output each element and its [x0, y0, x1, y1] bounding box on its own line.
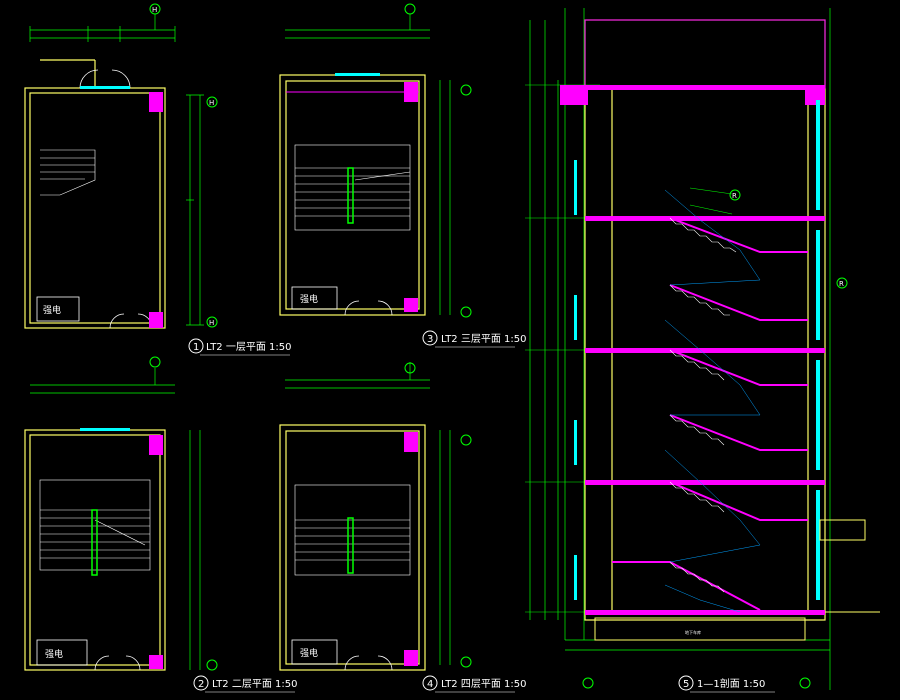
plan-2-title: LT2 二层平面 1:50	[212, 678, 297, 690]
room-label-elec-4: 强电	[300, 647, 318, 659]
plan-1-title: LT2 一层平面 1:50	[206, 341, 291, 353]
axis-bubble-right-1b: H	[209, 319, 214, 327]
plan-3-third-floor: 强电 3 LT2 三层平面 1:50	[279, 3, 526, 348]
section-callout-b: R	[839, 280, 844, 288]
plan-2-number: 2	[198, 679, 204, 690]
section-number: 5	[683, 679, 689, 690]
room-label-elec-1: 强电	[43, 304, 61, 316]
plan-1-first-floor: 强电 H H H 1 LT2 一层平面 1:50	[24, 3, 291, 356]
plan-4-fourth-floor: 强电 4 LT2 四层平面 1:50	[279, 362, 526, 693]
section-callout-a: R	[732, 192, 737, 200]
section-title: 1—1剖面 1:50	[697, 677, 765, 690]
section-1-1: R R 地下车库 5 1—1剖面 1:50	[525, 8, 880, 693]
plan-3-title: LT2 三层平面 1:50	[441, 333, 526, 345]
room-label-elec-3: 强电	[300, 293, 318, 305]
plan-4-number: 4	[427, 679, 433, 690]
section-note-basement: 地下车库	[685, 629, 701, 635]
plan-3-number: 3	[427, 334, 433, 345]
plan-4-title: LT2 四层平面 1:50	[441, 678, 526, 690]
axis-bubble-top-1: H	[152, 6, 157, 14]
plan-2-second-floor: 强电 2 LT2 二层平面 1:50	[24, 356, 297, 693]
plan-1-number: 1	[193, 342, 199, 353]
room-label-elec-2: 强电	[45, 648, 63, 660]
axis-bubble-right-1a: H	[209, 99, 214, 107]
